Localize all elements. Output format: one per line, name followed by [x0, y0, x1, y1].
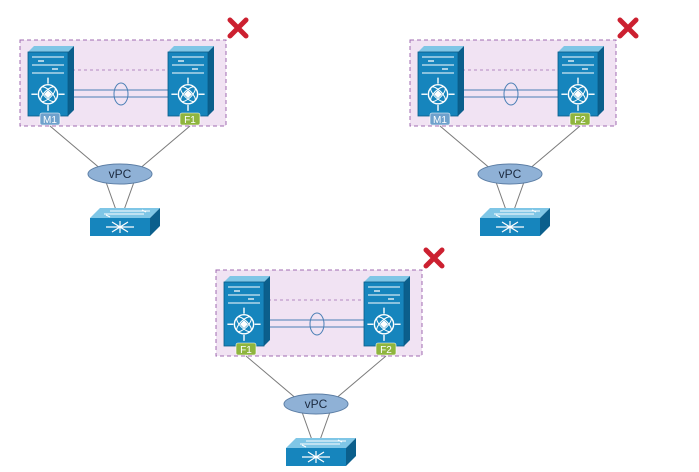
linecard-badge-label: F1 [240, 345, 252, 356]
access-switch-icon [286, 438, 356, 466]
red-x-icon [227, 17, 249, 39]
nexus-switch-icon [167, 46, 214, 117]
red-x-icon [423, 247, 445, 269]
peer-link-icon [70, 82, 170, 106]
uplink-left [439, 125, 493, 171]
downlink-right [319, 411, 331, 441]
uplink-right [527, 125, 581, 171]
downlink-left [105, 181, 117, 211]
topology-f1-f2: F1 F2 vPC [215, 247, 445, 466]
uplink-right [333, 355, 387, 401]
downlink-right [123, 181, 135, 211]
access-switch-icon [480, 208, 550, 236]
nexus-switch-icon [27, 46, 74, 117]
downlink-left [301, 411, 313, 441]
vpc-label: vPC [109, 167, 132, 181]
linecard-badge-label: F1 [184, 115, 196, 126]
uplink-left [245, 355, 299, 401]
left-linecard-badge: M1 [39, 112, 61, 126]
linecard-badge-label: M1 [43, 115, 57, 126]
vpc-label: vPC [499, 167, 522, 181]
vpc-bundle: vPC [477, 163, 543, 185]
nexus-switch-icon [417, 46, 464, 117]
right-linecard-badge: F2 [569, 112, 591, 126]
peer-link-icon [266, 312, 366, 336]
left-linecard-badge: M1 [429, 112, 451, 126]
right-linecard-badge: F1 [179, 112, 201, 126]
vpc-label: vPC [305, 397, 328, 411]
nexus-switch-icon [223, 276, 270, 347]
uplink-right [137, 125, 191, 171]
nexus-switch-icon [363, 276, 410, 347]
access-switch-icon [90, 208, 160, 236]
topology-m1-f1: M1 F1 vPC [19, 17, 249, 236]
uplink-left [49, 125, 103, 171]
peer-link-icon [460, 82, 560, 106]
linecard-badge-label: F2 [380, 345, 392, 356]
linecard-badge-label: F2 [574, 115, 586, 126]
topology-m1-f2: M1 F2 vPC [409, 17, 639, 236]
left-linecard-badge: F1 [235, 342, 257, 356]
linecard-badge-label: M1 [433, 115, 447, 126]
right-linecard-badge: F2 [375, 342, 397, 356]
vpc-bundle: vPC [283, 393, 349, 415]
downlink-left [495, 181, 507, 211]
downlink-right [513, 181, 525, 211]
red-x-icon [617, 17, 639, 39]
vpc-bundle: vPC [87, 163, 153, 185]
nexus-switch-icon [557, 46, 604, 117]
